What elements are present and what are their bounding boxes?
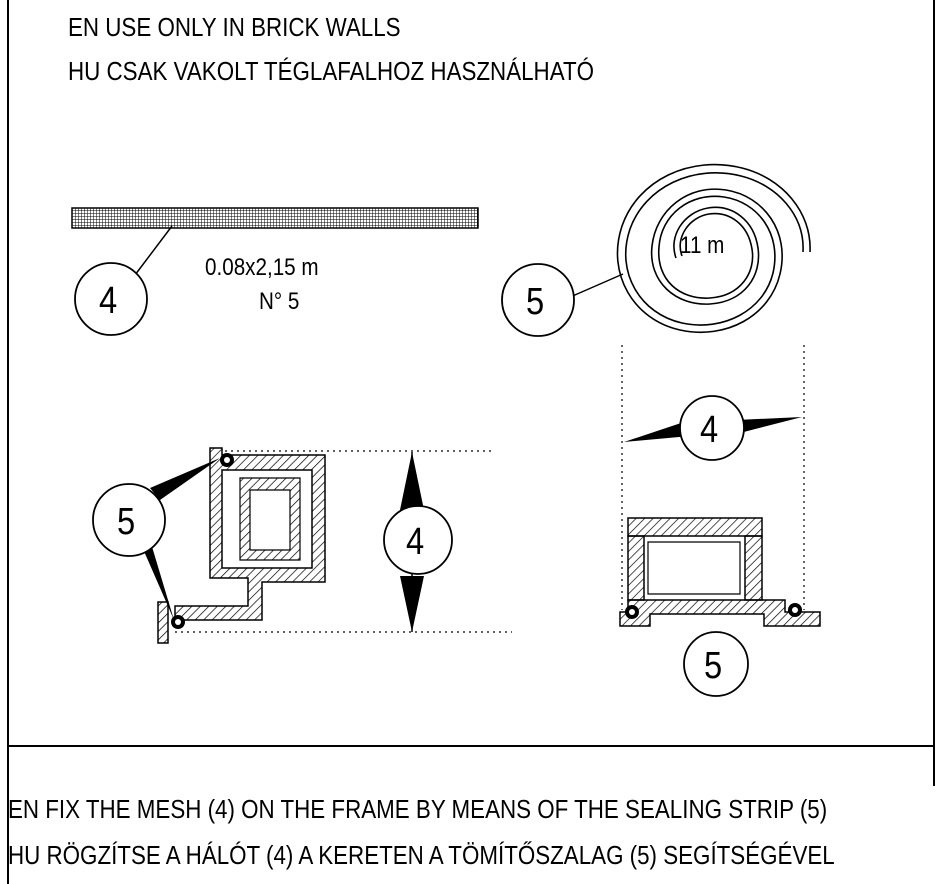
left-strip-callout-number: 5 — [117, 501, 136, 543]
right-mesh-callout-circle — [679, 395, 745, 461]
mesh-leader-line — [134, 225, 173, 276]
footer-line-hu: HU RÖGZÍTSE A HÁLÓT (4) A KERETEN A TÖMÍ… — [8, 840, 835, 870]
strip-length-label: 11 m — [680, 232, 725, 259]
left-mesh-callout-number: 4 — [406, 521, 425, 563]
mesh-quantity-label: N° 5 — [259, 288, 300, 315]
mesh-dimension-label: 0.08x2,15 m — [205, 254, 319, 281]
mesh-callout-number: 4 — [99, 280, 118, 322]
strip-callout-number: 5 — [526, 281, 545, 323]
mesh-roll-illustration — [71, 207, 479, 336]
header-line-hu: HU CSAK VAKOLT TÉGLAFALHOZ HASZNÁLHATÓ — [68, 56, 595, 86]
left-section-drawing — [92, 447, 512, 644]
sealing-strip-coil — [501, 163, 811, 337]
left-mesh-callout-circle — [383, 505, 453, 575]
right-mesh-callout-number: 4 — [700, 409, 719, 451]
footer-line-en: EN FIX THE MESH (4) ON THE FRAME BY MEAN… — [8, 794, 828, 824]
left-strip-callout-circle — [92, 483, 166, 557]
strip-callout-circle — [501, 263, 575, 337]
mesh-callout-circle — [74, 262, 148, 336]
strip-leader-line — [567, 273, 624, 299]
sheet-border — [7, 0, 935, 884]
header-line-en: EN USE ONLY IN BRICK WALLS — [68, 12, 401, 42]
right-section-drawing — [619, 345, 821, 697]
right-strip-callout-circle — [683, 631, 749, 697]
right-strip-callout-number: 5 — [704, 645, 723, 687]
